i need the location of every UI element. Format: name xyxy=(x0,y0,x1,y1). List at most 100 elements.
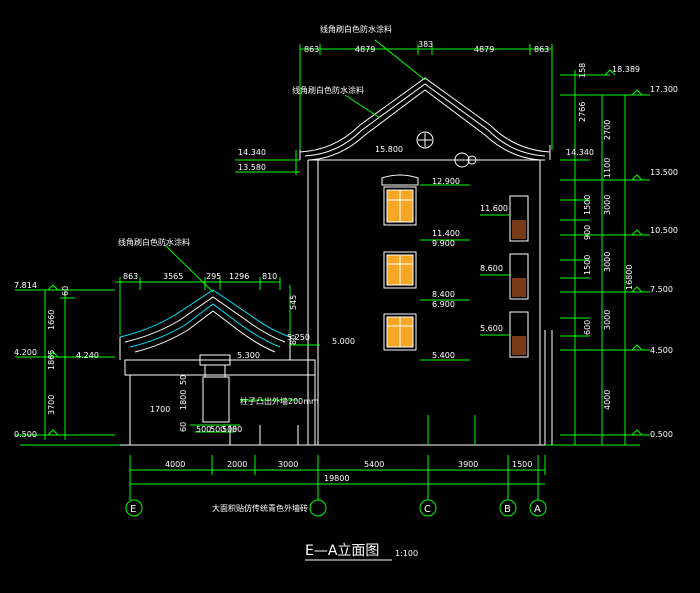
axis-b-circle xyxy=(499,499,517,517)
svg-text:8.400: 8.400 xyxy=(432,290,455,299)
main-windows xyxy=(381,174,529,358)
svg-text:5.300: 5.300 xyxy=(237,351,260,360)
note-column: 柱子凸出外墙200mm xyxy=(240,396,319,406)
svg-text:3000: 3000 xyxy=(603,195,612,215)
axis-e-circle xyxy=(125,499,143,517)
svg-text:8.600: 8.600 xyxy=(480,264,503,273)
main-building xyxy=(307,159,553,446)
svg-text:545: 545 xyxy=(289,295,298,310)
svg-text:2700: 2700 xyxy=(603,120,612,140)
svg-text:383: 383 xyxy=(418,40,433,49)
svg-text:7.500: 7.500 xyxy=(650,285,673,294)
svg-text:5.000: 5.000 xyxy=(332,337,355,346)
svg-text:2000: 2000 xyxy=(227,460,247,469)
axis-c-circle xyxy=(419,499,437,517)
axis-b-label: B xyxy=(504,504,511,515)
note-bottom: 大面积贴仿传统青色外墙砖 xyxy=(212,503,308,513)
svg-text:1700: 1700 xyxy=(150,405,170,414)
right-height-dim-texts: 158 2766 2700 1100 3000 3000 3000 4000 1… xyxy=(578,63,634,410)
svg-text:4.500: 4.500 xyxy=(650,346,673,355)
svg-text:3565: 3565 xyxy=(163,272,183,281)
svg-text:16800: 16800 xyxy=(625,265,634,290)
svg-text:18.389: 18.389 xyxy=(612,65,640,74)
svg-text:500: 500 xyxy=(210,425,225,434)
svg-text:4000: 4000 xyxy=(603,390,612,410)
axis-e-label: E xyxy=(130,504,136,515)
svg-text:3900: 3900 xyxy=(458,460,478,469)
svg-text:80: 80 xyxy=(232,425,242,434)
svg-text:4.200: 4.200 xyxy=(14,348,37,357)
title-scale: 1:100 xyxy=(395,549,418,558)
title-text: E—A立面图 xyxy=(305,543,379,559)
top-dim-texts: 863 4879 383 4879 863 xyxy=(304,40,549,54)
svg-text:9.900: 9.900 xyxy=(432,239,455,248)
dimension-lines xyxy=(15,39,650,500)
svg-text:60: 60 xyxy=(179,422,188,432)
left-roof-dim-texts: 863 3565 295 1296 810 xyxy=(123,272,277,281)
svg-text:11.400: 11.400 xyxy=(432,229,460,238)
svg-text:863: 863 xyxy=(123,272,138,281)
svg-text:5400: 5400 xyxy=(364,460,384,469)
svg-text:1865: 1865 xyxy=(47,350,56,370)
svg-text:863: 863 xyxy=(534,45,549,54)
svg-text:6.900: 6.900 xyxy=(432,300,455,309)
axis-markers: E C B A xyxy=(125,499,547,517)
svg-text:295: 295 xyxy=(206,272,221,281)
svg-text:1500: 1500 xyxy=(583,195,592,215)
gate-dim-texts: 1700 1800 500 500 500 80 60 50 xyxy=(150,375,242,434)
svg-text:12.900: 12.900 xyxy=(432,177,460,186)
svg-text:600: 600 xyxy=(583,320,592,335)
svg-text:810: 810 xyxy=(262,272,277,281)
left-wing xyxy=(119,289,316,445)
svg-text:5.400: 5.400 xyxy=(432,351,455,360)
svg-text:1500: 1500 xyxy=(583,255,592,275)
svg-text:1500: 1500 xyxy=(512,460,532,469)
svg-text:2766: 2766 xyxy=(578,102,587,122)
note-top-coating: 线角刷白色防水涂料 xyxy=(320,24,392,34)
svg-text:14.340: 14.340 xyxy=(238,148,266,157)
total-dimension: 19800 xyxy=(324,474,349,483)
svg-text:5.250: 5.250 xyxy=(287,333,310,342)
annotations: 线角刷白色防水涂料 线角刷白色防水涂料 线角刷白色防水涂料 大面积贴仿传统青色外… xyxy=(118,24,392,513)
svg-text:4.240: 4.240 xyxy=(76,351,99,360)
svg-text:500: 500 xyxy=(222,425,237,434)
right-elevation-texts: 18.389 17.300 13.500 10.500 7.500 4.500 … xyxy=(612,65,678,439)
svg-text:11.600: 11.600 xyxy=(480,204,508,213)
svg-text:3700: 3700 xyxy=(47,395,56,415)
svg-text:4879: 4879 xyxy=(355,45,375,54)
svg-text:500: 500 xyxy=(196,425,211,434)
svg-text:1660: 1660 xyxy=(47,310,56,330)
svg-text:0.500: 0.500 xyxy=(14,430,37,439)
axis-a-label: A xyxy=(534,504,541,515)
svg-text:1100: 1100 xyxy=(603,158,612,178)
svg-text:7.814: 7.814 xyxy=(14,281,37,290)
axis-a-circle xyxy=(529,499,547,517)
axis-c-label: C xyxy=(424,504,431,515)
svg-text:3000: 3000 xyxy=(603,252,612,272)
svg-text:1296: 1296 xyxy=(229,272,249,281)
svg-text:10.500: 10.500 xyxy=(650,226,678,235)
svg-text:4000: 4000 xyxy=(165,460,185,469)
left-height-dim-texts: 60 1660 1865 3700 545 80 xyxy=(47,286,298,415)
svg-text:158: 158 xyxy=(578,63,587,78)
mid-elevation-texts: 14.340 13.580 14.340 12.900 11.600 11.40… xyxy=(76,145,594,360)
svg-text:13.580: 13.580 xyxy=(238,163,266,172)
svg-text:3000: 3000 xyxy=(603,310,612,330)
svg-text:863: 863 xyxy=(304,45,319,54)
note-left-coating: 线角刷白色防水涂料 xyxy=(118,237,190,247)
note-upper-coating: 线角刷白色防水涂料 xyxy=(292,85,364,95)
svg-text:4879: 4879 xyxy=(474,45,494,54)
drawing-title: E—A立面图 1:100 xyxy=(305,543,418,561)
svg-text:50: 50 xyxy=(179,375,188,385)
svg-text:0.500: 0.500 xyxy=(650,430,673,439)
svg-text:900: 900 xyxy=(583,225,592,240)
svg-text:1800: 1800 xyxy=(179,390,188,410)
svg-text:17.300: 17.300 xyxy=(650,85,678,94)
svg-text:60: 60 xyxy=(61,286,70,296)
bottom-dim-texts: 4000 2000 3000 5400 3900 1500 19800 xyxy=(165,460,532,483)
svg-text:80: 80 xyxy=(289,335,298,345)
svg-text:13.500: 13.500 xyxy=(650,168,678,177)
svg-text:3000: 3000 xyxy=(278,460,298,469)
svg-text:5.600: 5.600 xyxy=(480,324,503,333)
